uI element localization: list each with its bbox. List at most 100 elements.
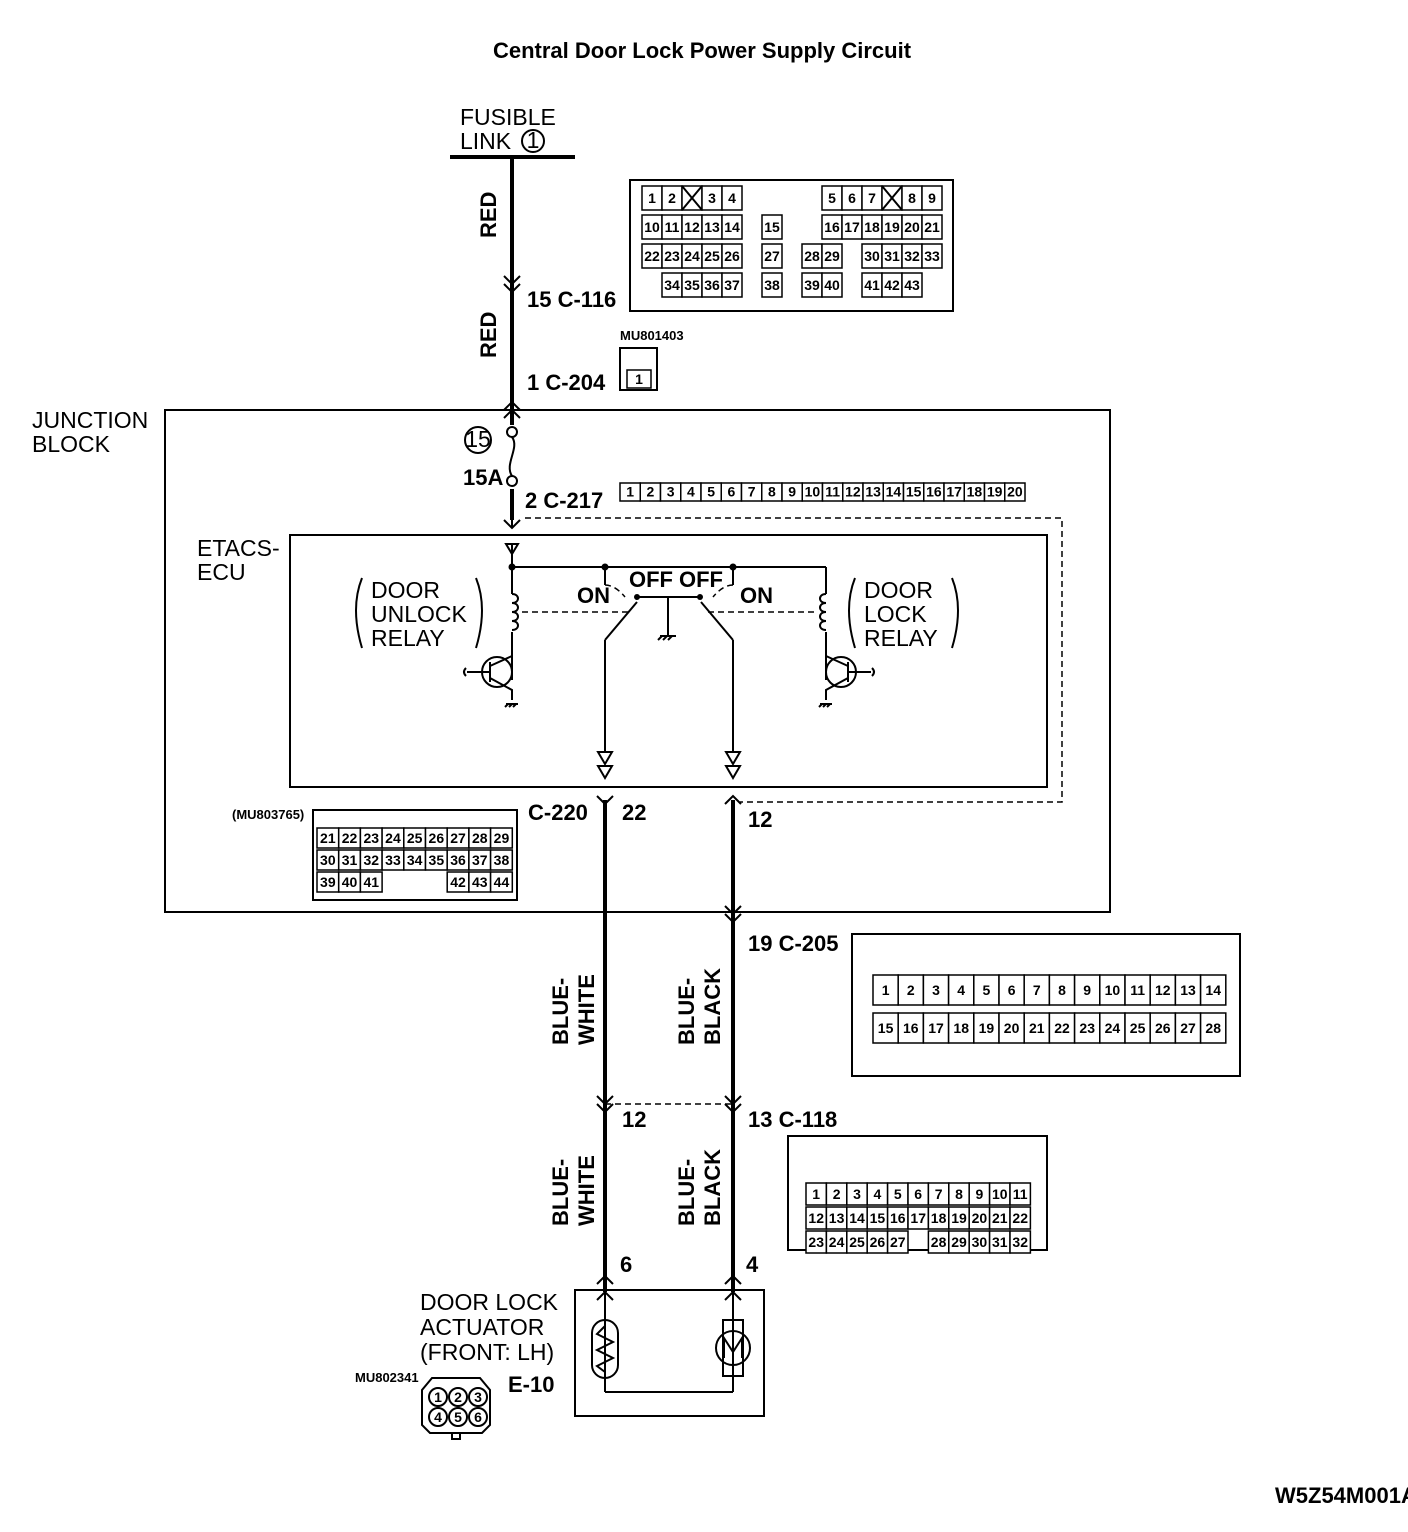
connector-pin-number: 37 bbox=[472, 852, 488, 868]
connector-pin-number: 17 bbox=[928, 1020, 944, 1036]
connector-pin-cell bbox=[761, 272, 783, 298]
connector-pin-number: 26 bbox=[870, 1234, 886, 1250]
connector-pin-cell bbox=[1149, 1012, 1177, 1044]
connector-pin-cell bbox=[1048, 1012, 1076, 1044]
connector-pin-number: 23 bbox=[664, 248, 680, 264]
connector-pin-number: 40 bbox=[824, 277, 840, 293]
connector-pin-number: 14 bbox=[1205, 982, 1221, 998]
connector-pin-cell bbox=[1073, 1012, 1101, 1044]
connector-pin-number: 13 bbox=[1180, 982, 1196, 998]
connector-pin-cell bbox=[821, 243, 843, 269]
connector-pin-cell bbox=[922, 1012, 950, 1044]
wire-color-blue-black: BLACK bbox=[700, 968, 725, 1045]
unlock-relay-coil-icon bbox=[511, 593, 519, 631]
connector-pin-number: 11 bbox=[825, 484, 840, 500]
connector-pin-number: 12 bbox=[684, 219, 700, 235]
connector-pin-cell bbox=[922, 974, 950, 1006]
connector-pin-number: 16 bbox=[890, 1210, 906, 1226]
wire-color-blue-white: WHITE bbox=[574, 974, 599, 1045]
connector-pin-number: 9 bbox=[1083, 982, 1091, 998]
connector-pin-number: 21 bbox=[1029, 1020, 1045, 1036]
part-number-c220: (MU803765) bbox=[232, 807, 304, 822]
connector-pin-number: 5 bbox=[983, 982, 991, 998]
connector-pin-cell bbox=[1023, 974, 1051, 1006]
connector-pin-number: 6 bbox=[1008, 982, 1016, 998]
connector-pin-number: 9 bbox=[788, 484, 796, 500]
unlock-on-label: ON bbox=[577, 583, 610, 608]
connector-pin-number: 31 bbox=[992, 1234, 1008, 1250]
connector-pin-number: 10 bbox=[805, 484, 821, 500]
connector-pin-cell bbox=[901, 272, 923, 298]
fuse-number-circle bbox=[464, 426, 492, 454]
connector-pin-number: 31 bbox=[884, 248, 900, 264]
connector-pin-number: 23 bbox=[808, 1234, 824, 1250]
connector-pin-number: 25 bbox=[849, 1234, 865, 1250]
connector-pin-number: 7 bbox=[1033, 982, 1041, 998]
connector-pin-cell bbox=[947, 974, 975, 1006]
connector-pin-cell bbox=[761, 214, 783, 240]
fusible-link-number-circle bbox=[521, 129, 545, 153]
part-number-e10: MU802341 bbox=[355, 1370, 419, 1385]
connector-pin-number: 32 bbox=[1012, 1234, 1028, 1250]
connector-pin-number: 27 bbox=[764, 248, 780, 264]
lock-relay-label-2: LOCK bbox=[864, 601, 927, 627]
door-lock-actuator: DOOR LOCK ACTUATOR (FRONT: LH) E-10 MU80… bbox=[355, 1289, 765, 1417]
connector-pin-number: 40 bbox=[342, 874, 358, 890]
connector-pin-number: 42 bbox=[884, 277, 900, 293]
connector-pin-number: 7 bbox=[868, 190, 876, 206]
connector-pin-number: 18 bbox=[864, 219, 880, 235]
connector-pin-cell bbox=[921, 185, 943, 211]
connector-pin-number: 27 bbox=[890, 1234, 906, 1250]
connector-pin-number: 33 bbox=[385, 852, 401, 868]
connector-pin-number: 21 bbox=[924, 219, 940, 235]
connector-pin-number: 36 bbox=[704, 277, 720, 293]
connector-pin-number: 19 bbox=[987, 484, 1003, 500]
wire-color-blue-black: BLACK bbox=[700, 1149, 725, 1226]
connector-pin-number: 20 bbox=[1004, 1020, 1020, 1036]
connector-pin-number: 33 bbox=[924, 248, 940, 264]
connector-pin-number: 44 bbox=[494, 874, 510, 890]
connector-pin-cell bbox=[721, 185, 743, 211]
connector-pin-number: 2 bbox=[646, 484, 654, 500]
connector-pin-cell bbox=[721, 243, 743, 269]
connector-pin-number: 29 bbox=[494, 830, 510, 846]
connector-pin-number: 38 bbox=[494, 852, 510, 868]
wire-color-red: RED bbox=[476, 192, 501, 238]
connector-pin-cell bbox=[489, 871, 514, 893]
connector-pin-number: 22 bbox=[1054, 1020, 1070, 1036]
connector-pin-cell bbox=[821, 272, 843, 298]
connector-pin-cell bbox=[489, 849, 514, 871]
unlock-relay-label-2: UNLOCK bbox=[371, 601, 468, 627]
connector-pin-cell bbox=[448, 1387, 468, 1407]
connector-pin-number: 21 bbox=[992, 1210, 1008, 1226]
fusible-link-label: FUSIBLE bbox=[460, 104, 556, 130]
connector-pin-number: 1 bbox=[882, 982, 890, 998]
connector-pin-cell bbox=[626, 369, 652, 389]
connector-pin-cell bbox=[721, 272, 743, 298]
fuse: 15 15A bbox=[463, 425, 519, 490]
connector-pin-number: 13 bbox=[829, 1210, 845, 1226]
fusible-link-label-2: LINK bbox=[460, 128, 512, 154]
lock-relay-coil-icon bbox=[819, 593, 827, 631]
connector-pin-number: 6 bbox=[848, 190, 856, 206]
connector-pin-cell bbox=[1124, 974, 1151, 1006]
connector-pin-number: 6 bbox=[727, 484, 735, 500]
fusible-link-number: 1 bbox=[527, 127, 540, 153]
connector-pin-number: 25 bbox=[704, 248, 720, 264]
unlock-off-label: OFF bbox=[629, 567, 673, 592]
connector-housing bbox=[629, 179, 954, 312]
relay-circuit: ON OFF OFF ON DOOR UNLOCK RELAY DOOR LOC… bbox=[355, 543, 959, 780]
connector-pin-cell bbox=[761, 243, 783, 269]
connector-housing bbox=[851, 933, 1241, 1077]
connector-pin-number: 16 bbox=[824, 219, 840, 235]
wire-color-blue-black: BLUE- bbox=[674, 1159, 699, 1226]
connector-pin-number: 15 bbox=[764, 219, 780, 235]
connector-pin-number: 18 bbox=[967, 484, 983, 500]
connector-pin-number: 28 bbox=[931, 1234, 947, 1250]
connector-pin-number: 16 bbox=[926, 484, 942, 500]
lock-output-arrow-icon bbox=[724, 751, 742, 780]
connector-pin-number: 27 bbox=[450, 830, 466, 846]
